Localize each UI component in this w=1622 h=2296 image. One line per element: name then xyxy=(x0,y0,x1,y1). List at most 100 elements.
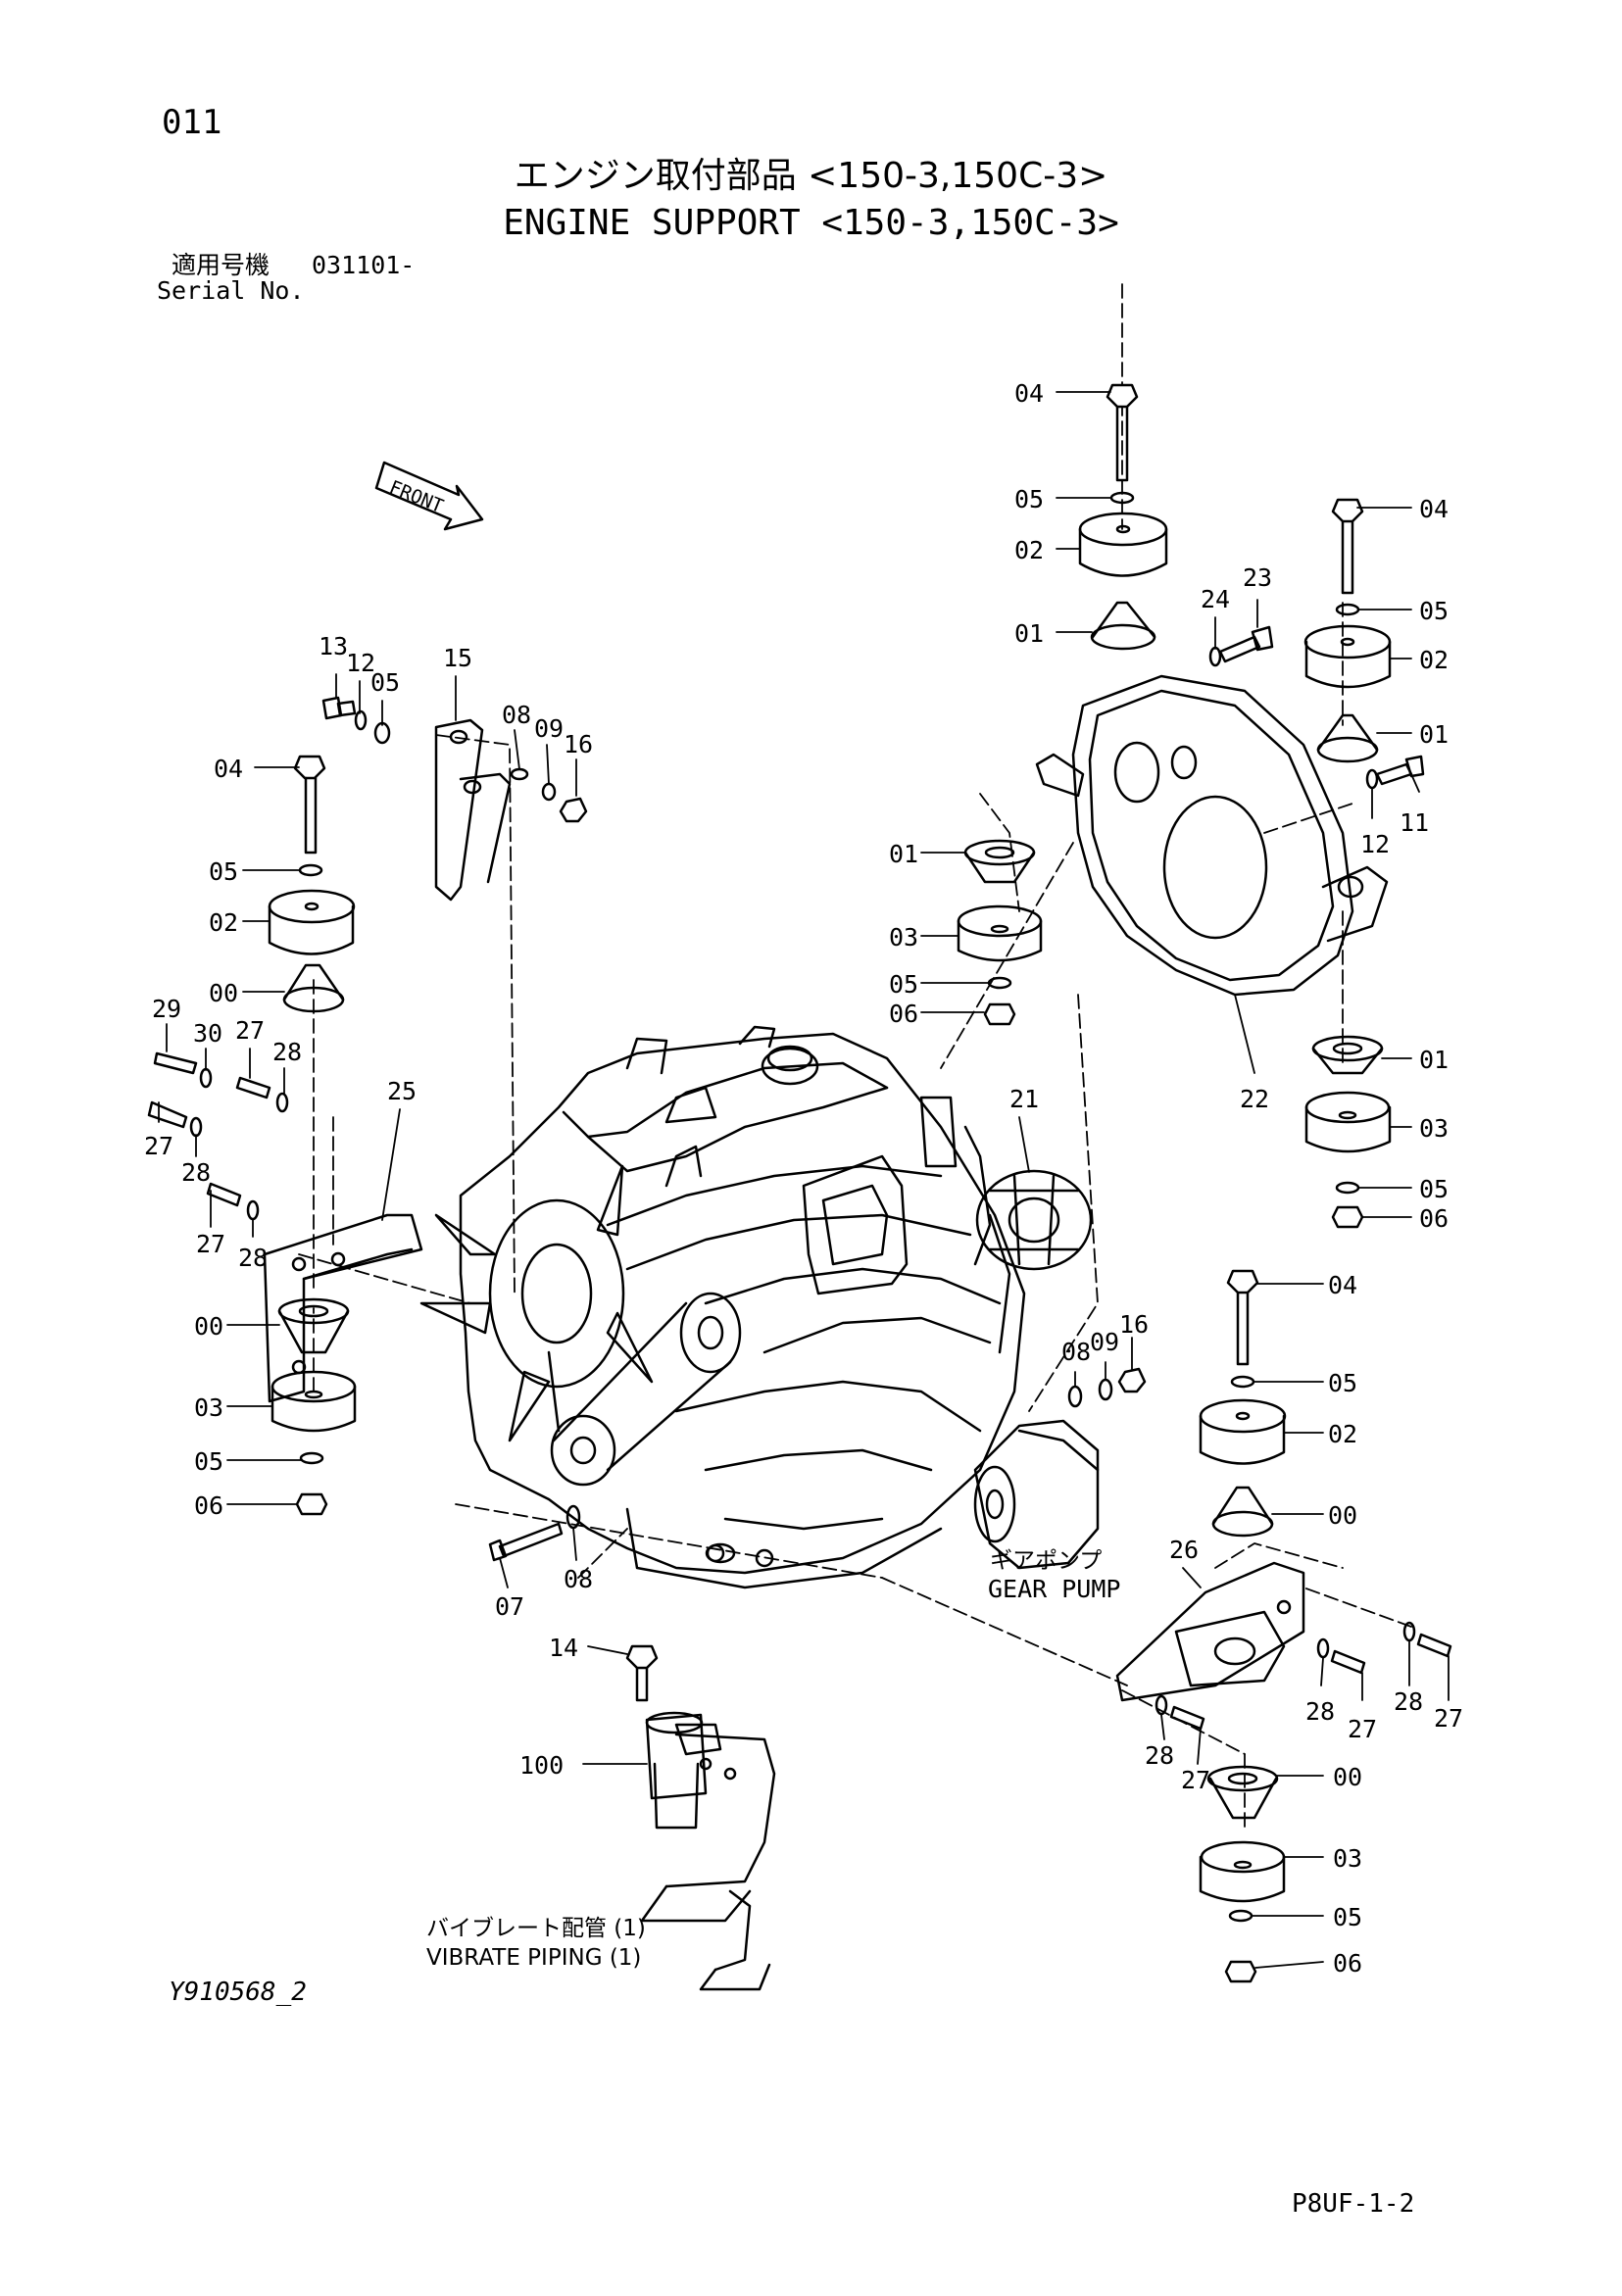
callout: 08 xyxy=(1061,1338,1091,1366)
title-japanese: エンジン取付部品 <150-3,150C-3> xyxy=(514,156,1108,196)
callout: 01 xyxy=(1419,1046,1449,1074)
serial-label-english: Serial No. xyxy=(157,276,305,305)
callout: 06 xyxy=(889,1000,918,1028)
caption-vibrate-piping-en: VIBRATE PIPING (1) xyxy=(426,1945,641,1971)
callout: 06 xyxy=(1419,1204,1449,1233)
callout: 00 xyxy=(1328,1501,1357,1530)
callout: 06 xyxy=(1333,1949,1362,1978)
callout: 05 xyxy=(194,1447,223,1476)
mount-stack-right-upper xyxy=(1303,498,1392,763)
callout: 11 xyxy=(1400,808,1429,837)
callout: 00 xyxy=(209,979,238,1007)
callout: 04 xyxy=(214,755,243,783)
callout: 05 xyxy=(889,970,918,999)
callout: 03 xyxy=(1333,1844,1362,1873)
callout: 08 xyxy=(502,701,531,729)
front-arrow: FRONT xyxy=(374,461,484,531)
callout: 04 xyxy=(1328,1271,1357,1299)
title-english: ENGINE SUPPORT <150-3,150C-3> xyxy=(503,203,1119,243)
callout: 02 xyxy=(1419,646,1449,674)
callout: 22 xyxy=(1240,1085,1269,1113)
callout: 30 xyxy=(193,1019,222,1048)
callout: 28 xyxy=(1305,1697,1335,1726)
callout: 05 xyxy=(209,857,238,886)
callout: 07 xyxy=(495,1592,524,1621)
callout: 03 xyxy=(1419,1114,1449,1143)
callout: 12 xyxy=(1360,830,1390,858)
callout: 05 xyxy=(1014,485,1044,513)
callout: 26 xyxy=(1169,1536,1199,1564)
callout: 13 xyxy=(319,632,348,660)
callout: 29 xyxy=(152,995,181,1023)
callout: 21 xyxy=(1009,1085,1039,1113)
gear-pump xyxy=(973,1419,1100,1570)
callout: 24 xyxy=(1201,585,1230,613)
mount-stack-right-middle xyxy=(1304,1035,1392,1229)
callout: 05 xyxy=(1333,1903,1362,1931)
callout: 04 xyxy=(1419,495,1449,523)
callout: 27 xyxy=(196,1230,225,1258)
callout: 28 xyxy=(181,1158,211,1187)
serial-label-japanese: 適用号機 xyxy=(172,251,270,279)
bolt-14 xyxy=(625,1644,659,1702)
callout: 16 xyxy=(564,730,593,758)
callout: 02 xyxy=(1328,1420,1357,1448)
callout-labels: 04 05 02 01 24 23 04 05 02 01 11 12 01 0… xyxy=(144,379,1463,1978)
washers-gear-pump xyxy=(1067,1367,1147,1408)
callout: 08 xyxy=(564,1565,593,1593)
caption-gear-pump-en: GEAR PUMP xyxy=(988,1575,1120,1603)
bracket-right xyxy=(1115,1561,1305,1702)
callout: 02 xyxy=(1014,536,1044,564)
callout: 09 xyxy=(534,714,564,743)
callout: 01 xyxy=(1419,720,1449,749)
engine-illustration xyxy=(419,1025,1026,1589)
callout: 01 xyxy=(889,840,918,868)
callout: 09 xyxy=(1090,1328,1119,1356)
page-number: 011 xyxy=(162,103,222,142)
callout: 05 xyxy=(1328,1369,1357,1397)
sheet-reference: P8UF-1-2 xyxy=(1292,2189,1415,2219)
callout: 27 xyxy=(1434,1704,1463,1733)
flywheel-housing xyxy=(1035,674,1389,997)
callout: 00 xyxy=(194,1312,223,1341)
mount-stack-housing-left xyxy=(957,839,1043,1026)
callout: 16 xyxy=(1119,1310,1149,1339)
caption-gear-pump-jp: ギアポンプ xyxy=(990,1548,1102,1574)
callout: 05 xyxy=(1419,1175,1449,1203)
callout: 27 xyxy=(235,1016,265,1045)
drawing-number: Y910568_2 xyxy=(169,1978,307,2007)
mount-stack-right-lower xyxy=(1199,1269,1287,1538)
callout-leaders xyxy=(158,391,1450,1969)
callout: 28 xyxy=(1145,1741,1174,1770)
callout: 27 xyxy=(1181,1766,1210,1794)
callout: 28 xyxy=(272,1038,302,1066)
bolt-07 xyxy=(488,1504,581,1562)
callout: 25 xyxy=(387,1077,417,1105)
vibrate-piping-assembly xyxy=(640,1711,776,1991)
callout: 06 xyxy=(194,1491,223,1520)
callout: 100 xyxy=(519,1751,564,1780)
bracket-left xyxy=(263,1213,423,1403)
serial-value: 031101- xyxy=(312,251,416,279)
callout: 00 xyxy=(1333,1763,1362,1791)
callout: 28 xyxy=(238,1244,268,1272)
caption-vibrate-piping-jp: バイブレート配管 (1) xyxy=(426,1916,646,1941)
mount-stack-left-upper xyxy=(268,755,356,1013)
mount-stack-top-center xyxy=(1078,383,1168,651)
callout: 05 xyxy=(370,668,400,697)
callout: 12 xyxy=(346,649,375,677)
callout: 27 xyxy=(1348,1715,1377,1743)
coupling xyxy=(975,1169,1093,1271)
bolts-right-lower xyxy=(1155,1621,1452,1731)
callout: 23 xyxy=(1243,563,1272,592)
callout: 14 xyxy=(549,1634,578,1662)
callout: 15 xyxy=(443,644,472,672)
callout: 05 xyxy=(1419,597,1449,625)
callout: 01 xyxy=(1014,619,1044,648)
small-parts-upper-left xyxy=(321,696,588,902)
callout: 04 xyxy=(1014,379,1044,408)
callout: 27 xyxy=(144,1132,173,1160)
callout: 28 xyxy=(1394,1687,1423,1716)
callout: 02 xyxy=(209,908,238,937)
